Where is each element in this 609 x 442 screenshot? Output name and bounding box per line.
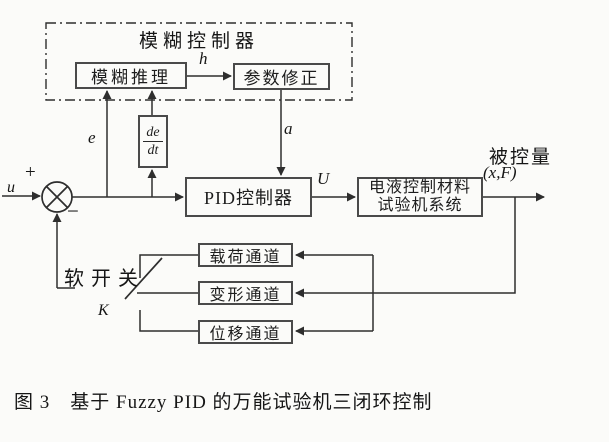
derivative-block: de dt: [138, 115, 168, 168]
derivative-numerator: de: [143, 125, 163, 142]
load-channel-block: 载荷通道: [198, 243, 293, 267]
plant-block: 电液控制材料 试验机系统: [357, 177, 483, 217]
disp-channel-label: 位移通道: [209, 326, 282, 343]
minus-sign: −: [67, 199, 79, 223]
feedback-branch-line: [295, 197, 516, 298]
a-signal-label: a: [284, 119, 293, 138]
controlled-variable-symbols: (x,F): [483, 163, 517, 182]
plant-label-line2: 试验机系统: [377, 197, 463, 214]
deform-channel-label: 变形通道: [209, 287, 282, 304]
fuzzy-controller-group-border: [45, 22, 353, 101]
switch-gain-label: K: [98, 302, 109, 319]
h-signal-label: h: [199, 49, 208, 68]
derivative-denominator: dt: [147, 143, 159, 158]
controlled-variable-label: 被控量: [489, 147, 553, 168]
param-correction-block: 参数修正: [233, 63, 330, 90]
plant-label-line1: 电液控制材料: [368, 179, 471, 196]
fuzzy-inference-block: 模糊推理: [75, 62, 187, 89]
switch-arm-icon: [124, 257, 163, 300]
disp-channel-block: 位移通道: [198, 320, 293, 344]
param-correction-label: 参数修正: [243, 69, 320, 88]
figure-caption: 图 3 基于 Fuzzy PID 的万能试验机三闭环控制: [14, 392, 433, 413]
disp-contact-line: [139, 310, 198, 332]
load-contact-line: [139, 254, 198, 278]
plus-sign: +: [25, 162, 36, 183]
load-channel-label: 载荷通道: [209, 249, 282, 266]
control-signal-label: U: [317, 169, 330, 188]
error-signal-label: e: [88, 128, 96, 147]
derivative-fraction: de dt: [143, 125, 163, 159]
fuzzy-controller-group-title: 模糊控制器: [138, 31, 259, 52]
input-signal-label: u: [7, 179, 15, 196]
deform-channel-block: 变形通道: [198, 281, 293, 305]
fuzzy-inference-label: 模糊推理: [91, 68, 171, 87]
soft-switch-label: 软开关: [64, 268, 145, 290]
pid-controller-label: PID控制器: [203, 188, 293, 208]
pid-controller-block: PID控制器: [185, 177, 312, 217]
